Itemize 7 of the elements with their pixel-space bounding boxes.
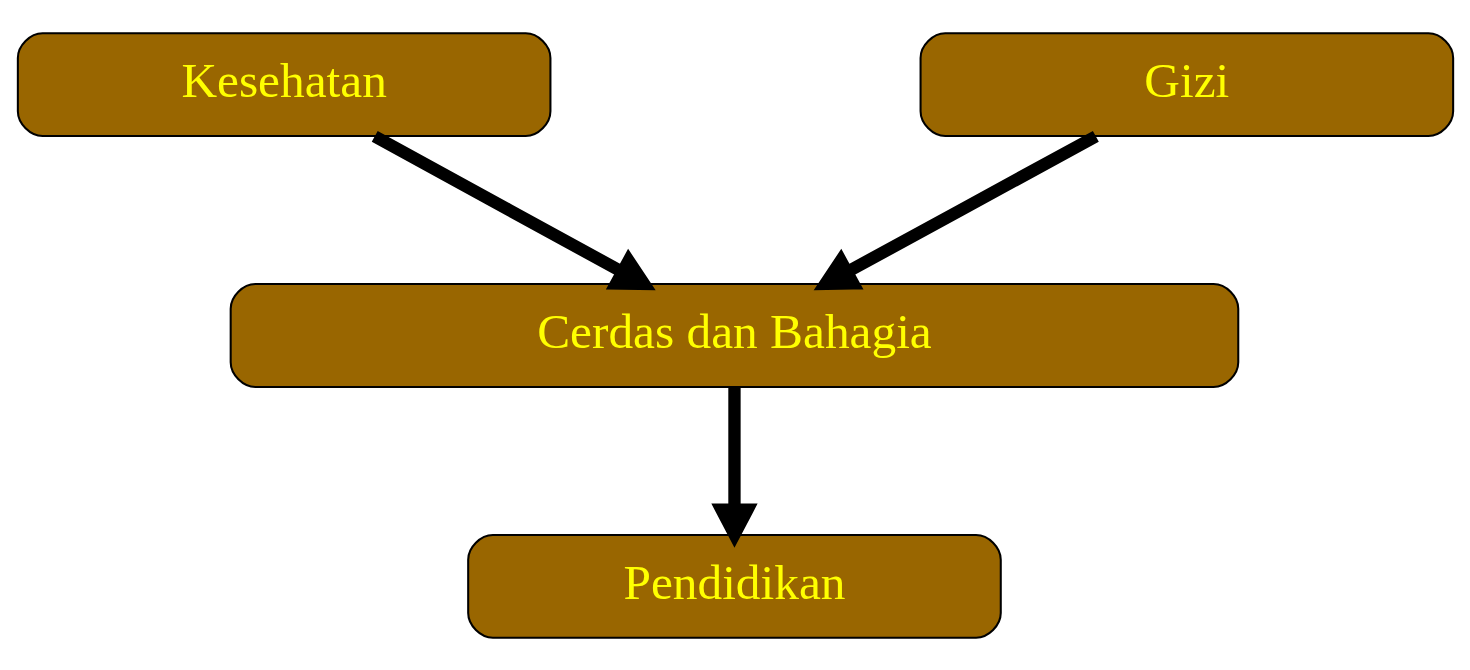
node-box: Pendidikan <box>466 533 1002 639</box>
node-box: Kesehatan <box>16 31 551 137</box>
arrow <box>371 130 656 290</box>
node-box: Cerdas dan Bahagia <box>229 282 1239 388</box>
arrow <box>710 387 758 548</box>
arrow <box>813 130 1099 290</box>
node-box: Gizi <box>919 31 1454 137</box>
